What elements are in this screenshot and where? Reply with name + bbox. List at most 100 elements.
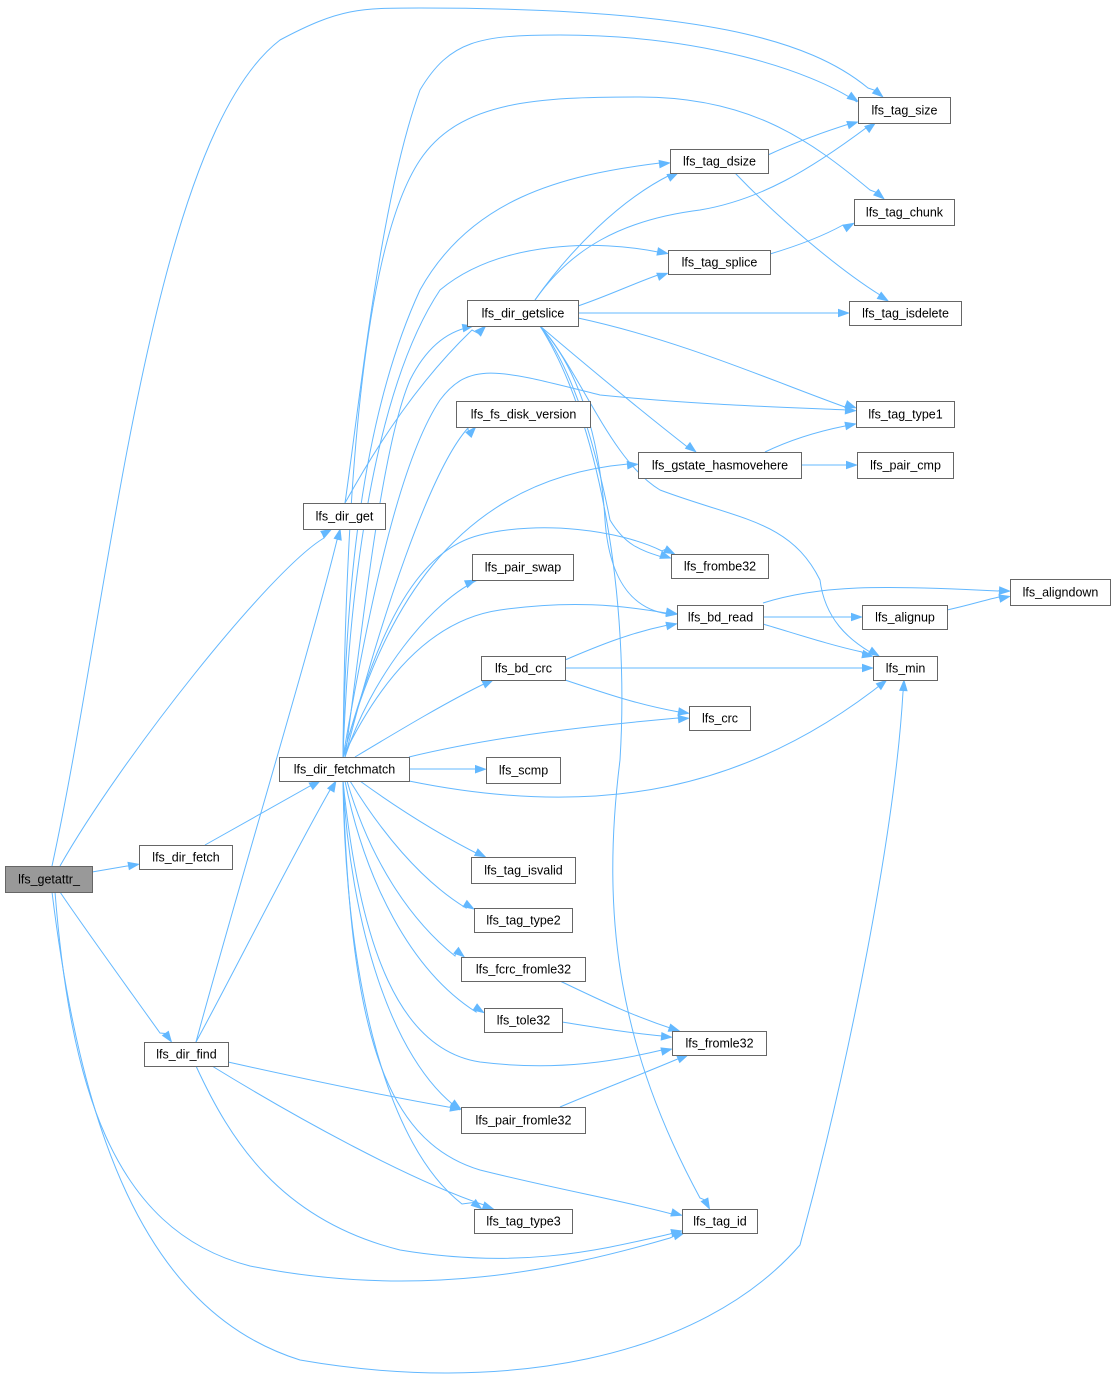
- node-box: [461, 1107, 586, 1134]
- node-pair-cmp[interactable]: lfs_pair_cmp: [857, 452, 954, 479]
- edge-arrowhead: [463, 579, 477, 589]
- edge-line: [734, 172, 881, 296]
- node-fs-disk-version[interactable]: lfs_fs_disk_version: [456, 401, 591, 428]
- node-label: lfs_tag_isvalid: [484, 864, 563, 878]
- node-dir-fetchmatch[interactable]: lfs_dir_fetchmatch: [279, 757, 410, 782]
- node-box: [481, 656, 566, 681]
- node-label: lfs_fromle32: [685, 1037, 753, 1051]
- node-frombe32[interactable]: lfs_frombe32: [671, 554, 769, 579]
- node-tag-size[interactable]: lfs_tag_size: [858, 97, 951, 124]
- edge-arrowhead: [844, 421, 857, 431]
- node-dir-find[interactable]: lfs_dir_find: [144, 1042, 229, 1067]
- node-label: lfs_pair_swap: [485, 561, 561, 575]
- edge-arrowhead: [838, 308, 850, 318]
- node-min[interactable]: lfs_min: [873, 656, 938, 681]
- edge-arrowhead: [481, 679, 495, 689]
- edge-line: [342, 463, 629, 758]
- node-box: [139, 845, 233, 870]
- node-box: [5, 866, 93, 893]
- edge-line: [946, 596, 1001, 611]
- edge-arrowhead: [127, 861, 140, 871]
- edge-bd_read-to-alignup: [763, 612, 863, 622]
- edge-dir_getslice-to-tag_isdelete: [578, 308, 850, 318]
- node-tag-dsize[interactable]: lfs_tag_dsize: [670, 149, 769, 174]
- edge-line: [534, 124, 871, 301]
- node-fcrc-fromle32[interactable]: lfs_fcrc_fromle32: [461, 957, 586, 982]
- edge-arrowhead: [660, 1047, 673, 1056]
- node-tag-chunk[interactable]: lfs_tag_chunk: [854, 199, 955, 226]
- edge-dir_fetchmatch-to-tag_dsize: [342, 159, 671, 758]
- edge-arrowhead: [656, 247, 669, 256]
- node-box: [672, 1031, 767, 1056]
- node-box: [279, 757, 410, 782]
- edge-alignup-to-aligndown: [946, 594, 1011, 611]
- edge-dir_get-to-tag_size: [344, 34, 859, 504]
- edge-arrowhead: [867, 646, 880, 657]
- edge-line: [344, 426, 470, 758]
- edge-dir_getslice-to-frombe32: [539, 325, 672, 559]
- node-tag-isdelete[interactable]: lfs_tag_isdelete: [849, 301, 962, 326]
- edge-line: [561, 1021, 664, 1037]
- edge-arrowhead: [876, 291, 890, 302]
- node-label: lfs_tag_isdelete: [862, 307, 949, 321]
- edge-line: [539, 325, 663, 558]
- node-crc[interactable]: lfs_crc: [689, 706, 751, 731]
- edge-getattr-to-dir_get: [59, 528, 333, 867]
- node-alignup[interactable]: lfs_alignup: [862, 605, 948, 630]
- node-dir-getslice[interactable]: lfs_dir_getslice: [467, 300, 579, 327]
- edge-getattr-to-dir_find: [59, 891, 173, 1043]
- node-tag-type1[interactable]: lfs_tag_type1: [856, 401, 955, 428]
- edge-line: [349, 780, 467, 910]
- node-tag-id[interactable]: lfs_tag_id: [682, 1209, 758, 1234]
- node-pair-swap[interactable]: lfs_pair_swap: [472, 554, 574, 581]
- node-gstate-hasmovehere[interactable]: lfs_gstate_hasmovehere: [638, 452, 802, 479]
- node-label: lfs_fs_disk_version: [471, 408, 577, 422]
- node-tag-type3[interactable]: lfs_tag_type3: [474, 1209, 573, 1234]
- node-dir-fetch[interactable]: lfs_dir_fetch: [139, 845, 233, 870]
- edge-arrowhead: [665, 608, 678, 618]
- node-pair-fromle32[interactable]: lfs_pair_fromle32: [461, 1107, 586, 1134]
- edge-dir_fetchmatch-to-crc: [408, 714, 690, 758]
- edge-dir_getslice-to-gstate_hasmovehere: [539, 325, 697, 453]
- node-dir-get[interactable]: lfs_dir_get: [303, 503, 386, 530]
- edge-line: [54, 891, 675, 1282]
- edge-line: [342, 96, 877, 758]
- edge-line: [211, 1065, 485, 1206]
- node-aligndown[interactable]: lfs_aligndown: [1010, 579, 1111, 606]
- node-tag-type2[interactable]: lfs_tag_type2: [474, 908, 573, 933]
- node-box: [461, 957, 586, 982]
- edge-line: [408, 678, 889, 798]
- edge-arrowhead: [475, 764, 487, 774]
- node-box: [677, 605, 764, 630]
- edge-dir_fetchmatch-to-bd_crc: [354, 679, 495, 758]
- node-box: [671, 554, 769, 579]
- edge-line: [577, 274, 659, 307]
- node-label: lfs_tag_dsize: [683, 155, 756, 169]
- edge-line: [559, 1057, 681, 1108]
- edge-arrowhead: [481, 1201, 495, 1210]
- node-box: [856, 401, 955, 428]
- node-tole32[interactable]: lfs_tole32: [484, 1008, 563, 1033]
- node-box: [689, 706, 751, 731]
- edge-tole32-to-fromle32: [561, 1021, 673, 1041]
- node-label: lfs_alignup: [875, 611, 935, 625]
- edge-dir_fetchmatch-to-frombe32: [342, 527, 676, 758]
- node-tag-splice[interactable]: lfs_tag_splice: [668, 250, 771, 275]
- edge-line: [764, 425, 846, 453]
- node-bd-read[interactable]: lfs_bd_read: [677, 605, 764, 630]
- node-getattr[interactable]: lfs_getattr_: [5, 866, 93, 893]
- node-tag-isvalid[interactable]: lfs_tag_isvalid: [471, 857, 576, 884]
- node-label: lfs_bd_read: [688, 611, 753, 625]
- edge-dir_fetchmatch-to-pair_swap: [344, 577, 483, 758]
- node-label: lfs_frombe32: [684, 560, 756, 574]
- node-scmp[interactable]: lfs_scmp: [486, 757, 561, 784]
- edge-line: [59, 534, 325, 867]
- node-bd-crc[interactable]: lfs_bd_crc: [481, 656, 566, 681]
- edge-arrowhead: [670, 1229, 683, 1238]
- node-box: [472, 554, 574, 581]
- edge-arrowhead: [844, 400, 857, 409]
- node-fromle32[interactable]: lfs_fromle32: [672, 1031, 767, 1056]
- edge-dir_fetchmatch-to-tag_type1: [342, 372, 857, 758]
- edge-pair_fromle32-to-fromle32: [559, 1054, 689, 1108]
- node-label: lfs_tag_type3: [486, 1215, 560, 1229]
